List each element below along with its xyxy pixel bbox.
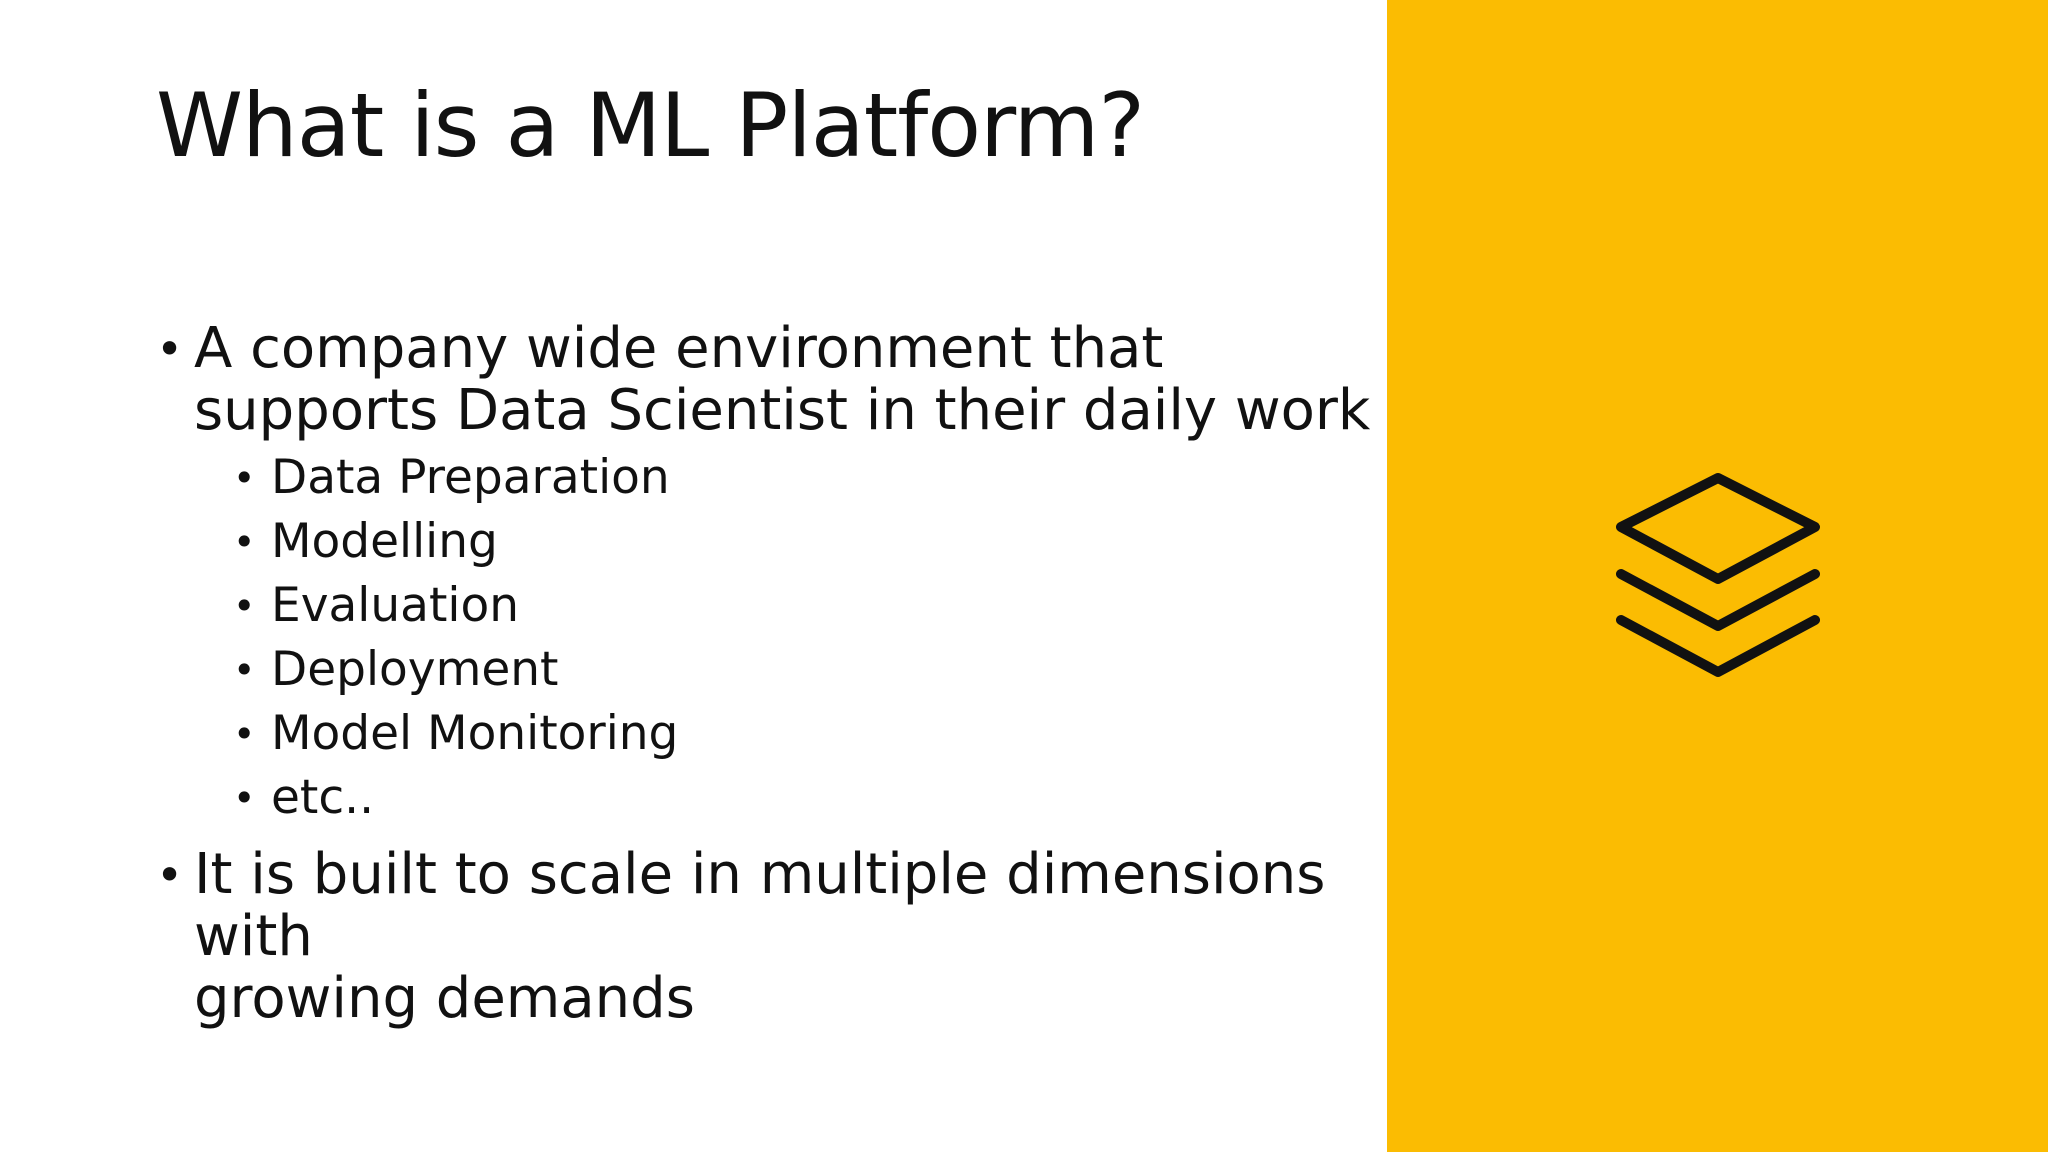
sub-bullet-item: • Modelling xyxy=(156,510,1356,574)
sub-bullet-item: • Data Preparation xyxy=(156,446,1356,510)
layers-icon xyxy=(1603,470,1833,680)
sub-bullet-item: • Evaluation xyxy=(156,574,1356,638)
bullet-line: A company wide environment that xyxy=(194,316,1164,381)
bullet-line: growing demands xyxy=(194,966,695,1031)
sub-bullet-item: • Deployment xyxy=(156,638,1356,702)
bullet-dot: • xyxy=(233,712,256,756)
sub-bullet-text: Model Monitoring xyxy=(271,706,679,761)
bullet-dot: • xyxy=(156,848,184,902)
sub-bullet-text: Data Preparation xyxy=(271,450,670,505)
bullet-line: It is built to scale in multiple dimensi… xyxy=(194,842,1326,907)
sub-bullet-text: etc.. xyxy=(271,770,375,825)
bullet-dot: • xyxy=(233,456,256,500)
sub-bullet-text: Deployment xyxy=(271,642,559,697)
bullet-dot: • xyxy=(233,520,256,564)
bullet-dot: • xyxy=(156,322,184,376)
bullet-line: with xyxy=(194,904,313,969)
bullet-list: • A company wide environment that suppor… xyxy=(156,316,1371,1030)
sub-bullet-text: Evaluation xyxy=(271,578,519,633)
bullet-dot: • xyxy=(233,776,256,820)
slide-title: What is a ML Platform? xyxy=(156,74,1145,177)
bullet-line: supports Data Scientist in their daily w… xyxy=(194,378,1371,443)
sub-bullet-text: Modelling xyxy=(271,514,498,569)
bullet-dot: • xyxy=(233,648,256,692)
slide-content-panel: What is a ML Platform? • A company wide … xyxy=(156,74,1371,1030)
sub-bullet-item: • Model Monitoring xyxy=(156,702,1356,766)
bullet-item-environment: • A company wide environment that suppor… xyxy=(156,316,1371,443)
bullet-dot: • xyxy=(233,584,256,628)
sub-bullet-item: • etc.. xyxy=(156,766,1356,830)
sub-bullet-list: • Data Preparation • Modelling • Evaluat… xyxy=(156,446,1356,830)
bullet-item-scale: • It is built to scale in multiple dimen… xyxy=(156,844,1356,1030)
